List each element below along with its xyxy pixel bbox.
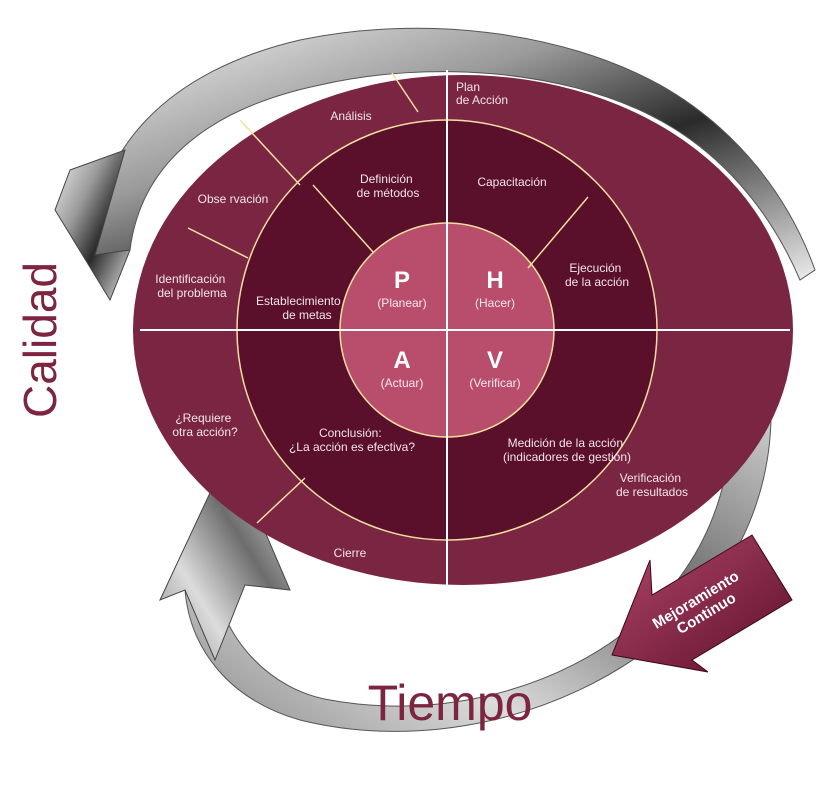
- label-capacitacion: Capacitación: [477, 175, 546, 189]
- title-calidad: Calidad: [14, 262, 66, 418]
- tick-definicion-establecimiento: [312, 184, 374, 253]
- label-identificacion: Identificación del problema: [155, 272, 228, 300]
- upper-arrow-head: [54, 149, 131, 302]
- tick-conclusion-cierre: [256, 477, 306, 524]
- label-plan-accion: Plan de Acción: [456, 80, 508, 107]
- tick-analisis-observacion: [239, 119, 301, 186]
- tick-observacion-identificacion: [187, 227, 249, 259]
- label-analisis: Análisis: [330, 109, 371, 123]
- letter-v: V: [487, 347, 503, 374]
- letter-p: P: [394, 267, 410, 294]
- label-establecimiento-metas: Establecimiento de metas: [256, 294, 344, 322]
- letter-a: A: [393, 347, 410, 374]
- separator-ticks: [187, 72, 589, 524]
- label-ejecucion: Ejecución de la acción: [565, 261, 629, 289]
- label-requiere: ¿Requiere otra acción?: [172, 411, 238, 439]
- label-definicion-metodos: Definición de métodos: [357, 172, 420, 200]
- label-cierre: Cierre: [334, 546, 367, 560]
- label-planear: (Planear): [377, 296, 426, 310]
- label-verificar: (Verificar): [469, 376, 520, 390]
- label-conclusion: Conclusión: ¿La acción es efectiva?: [289, 426, 415, 454]
- badge-arrow: [611, 534, 793, 673]
- label-verificacion: Verificación de resultados: [616, 471, 688, 499]
- label-actuar: (Actuar): [381, 376, 424, 390]
- tick-analisis-plan: [391, 72, 419, 113]
- label-medicion: Medición de la acción (indicadores de ge…: [503, 436, 631, 464]
- tick-capacitacion-ejecucion: [527, 196, 589, 269]
- title-tiempo: Tiempo: [368, 675, 533, 731]
- label-hacer: (Hacer): [475, 296, 515, 310]
- upper-arrow: [94, 27, 816, 281]
- label-observacion: Obse rvación: [198, 192, 269, 206]
- letter-h: H: [486, 267, 503, 294]
